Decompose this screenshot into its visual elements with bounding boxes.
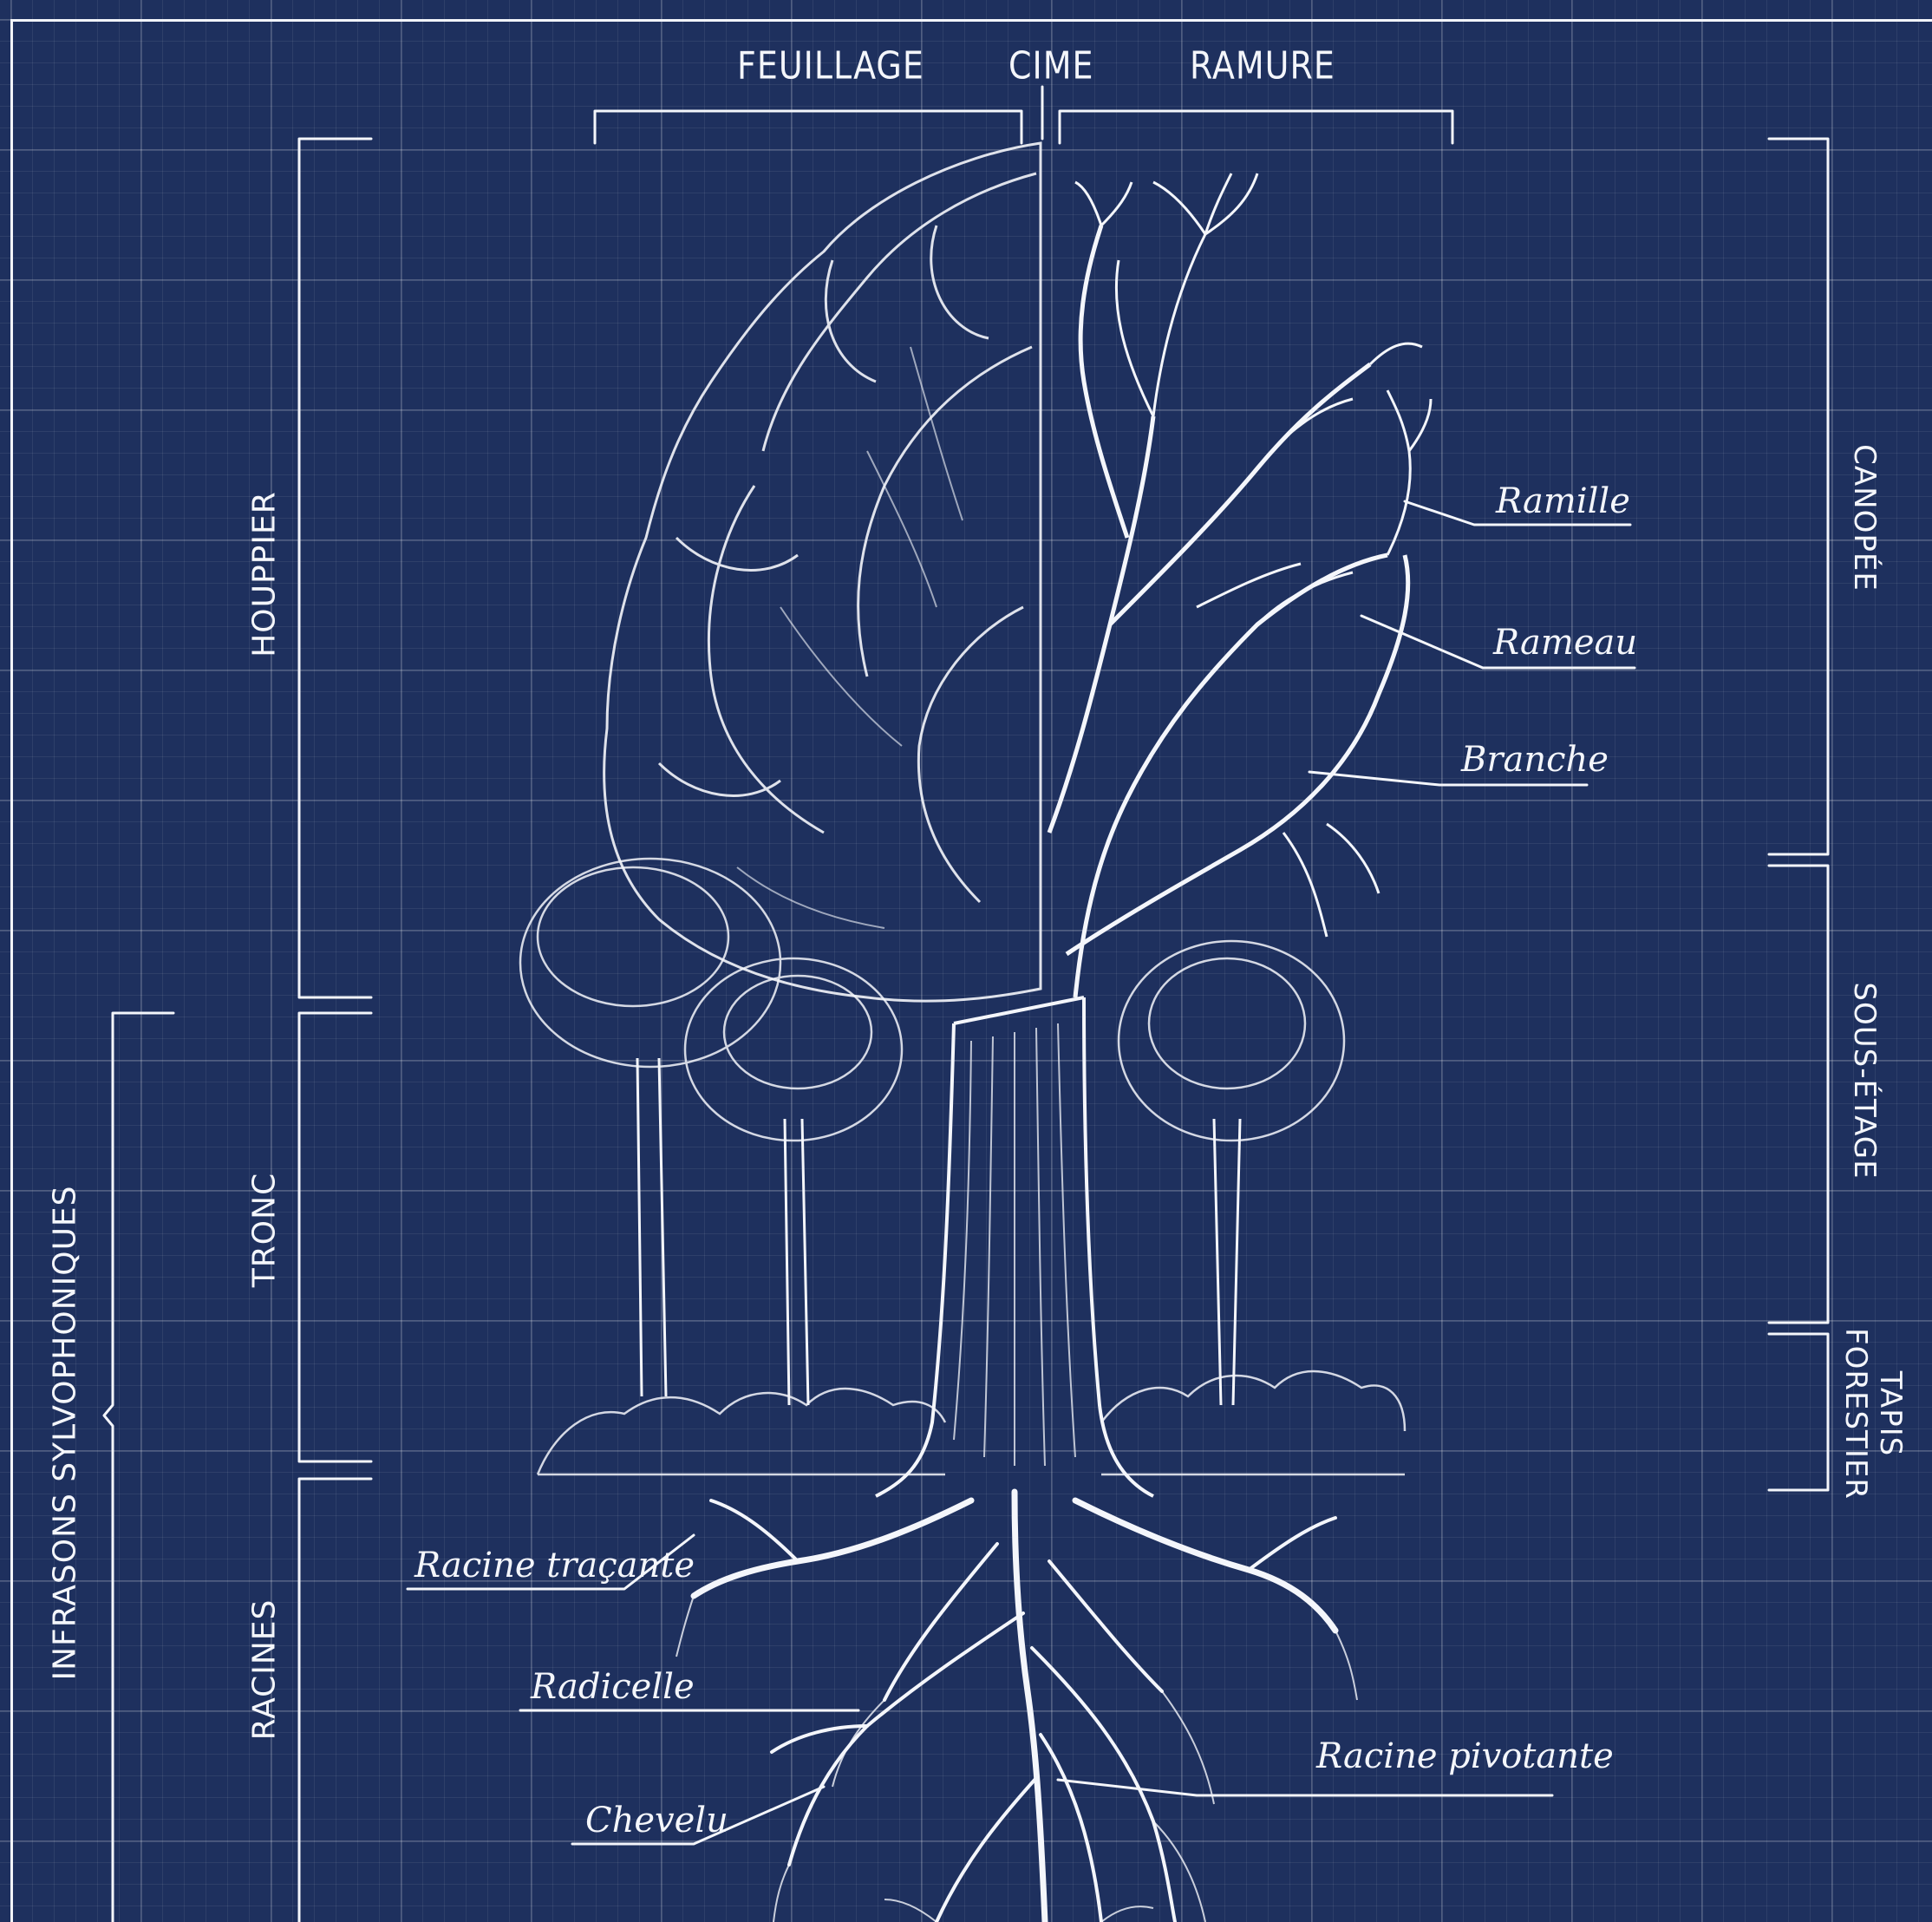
- canopee-bracket: [1769, 139, 1828, 854]
- houppier-bracket: [299, 139, 371, 997]
- tronc-bracket: [299, 1013, 371, 1461]
- branche-label: Branche: [1461, 740, 1609, 780]
- small-tree-left-crown: [520, 859, 780, 1067]
- small-tree-left-trunk: [637, 1058, 666, 1396]
- racines-label: RACINES: [247, 1599, 283, 1741]
- tronc-label: TRONC: [247, 1173, 283, 1287]
- infrasons-bracket: [104, 1013, 173, 1922]
- tapis-bracket: [1769, 1334, 1828, 1490]
- tapis-label-line2: FORESTIER: [1838, 1328, 1873, 1500]
- sous-etage-label: SOUS-ÉTAGE: [1847, 982, 1882, 1179]
- ramure-bracket: [1060, 111, 1452, 143]
- feuillage-bracket: [595, 111, 1021, 143]
- ground-cover: [538, 1371, 1405, 1474]
- chevelu-label: Chevelu: [585, 1801, 728, 1840]
- radicelle-label: Radicelle: [531, 1667, 695, 1707]
- bare-branches: [1049, 226, 1408, 997]
- ramille-label: Ramille: [1496, 481, 1630, 521]
- houppier-label: HOUPPIER: [247, 491, 283, 657]
- cime-label: CIME: [1008, 43, 1094, 88]
- racine-pivotante-label: Racine pivotante: [1316, 1736, 1614, 1776]
- canopee-label: CANOPÉE: [1847, 444, 1882, 592]
- racine-tracante-label: Racine traçante: [414, 1546, 695, 1585]
- racine-pivotante-leader: [1058, 1780, 1552, 1795]
- sous-etage-bracket: [1769, 866, 1828, 1323]
- small-tree-right-trunk: [1214, 1119, 1240, 1405]
- infrasons-label: INFRASONS SYLVOPHONIQUES: [48, 1185, 83, 1680]
- tapis-label-line1: TAPIS: [1873, 1328, 1908, 1500]
- small-tree-mid-trunk: [785, 1119, 808, 1405]
- feuillage-label: FEUILLAGE: [737, 43, 924, 88]
- ramure-label: RAMURE: [1190, 43, 1335, 88]
- tapis-forestier-label: TAPIS FORESTIER: [1838, 1328, 1908, 1500]
- rameau-label: Rameau: [1493, 623, 1637, 663]
- racines-bracket: [299, 1479, 371, 1922]
